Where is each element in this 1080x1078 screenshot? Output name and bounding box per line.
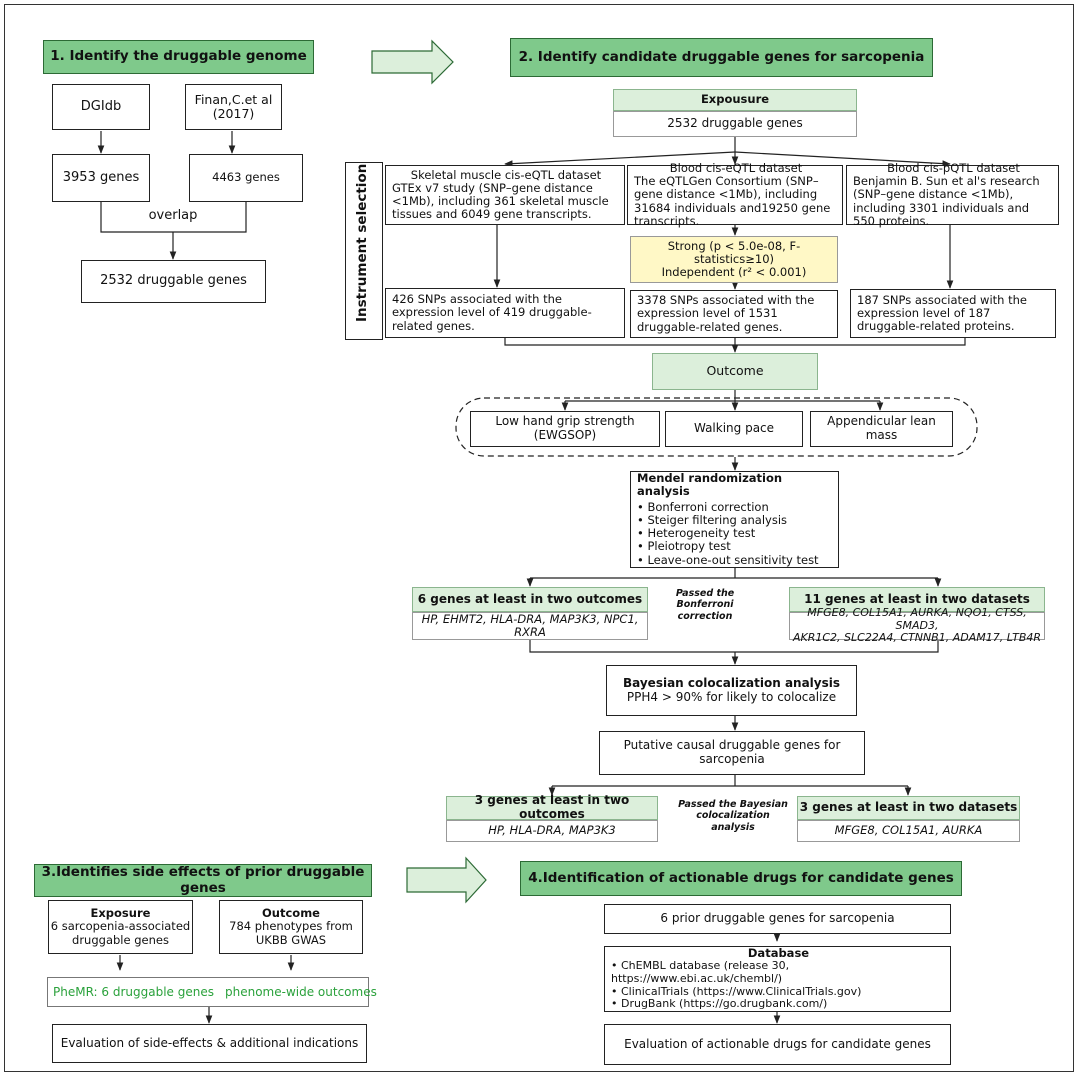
mr-title: Mendel randomization analysis bbox=[637, 471, 783, 499]
muscle-eqtl-title: Skeletal muscle cis-eQTL dataset bbox=[410, 167, 602, 182]
arrow-to-muscle bbox=[504, 151, 736, 167]
snp-blood-e-box: 3378 SNPs associated with the expression… bbox=[630, 290, 838, 338]
genes-b-box: 4463 genes bbox=[189, 154, 303, 202]
instrument-selection-box bbox=[345, 162, 383, 340]
s3-eval-box: Evaluation of side-effects & additional … bbox=[52, 1024, 367, 1063]
bayes-box: Bayesian colocalization analysis PPH4 > … bbox=[606, 665, 857, 716]
muscle-eqtl-desc: GTEx v7 study (SNP–gene distance <1Mb), … bbox=[392, 180, 609, 222]
outcome-walking-pace: Walking pace bbox=[665, 411, 803, 447]
mr-item: • Bonferroni correction bbox=[637, 499, 769, 514]
s4-prior-box: 6 prior druggable genes for sarcopenia bbox=[604, 904, 951, 934]
s3-exposure-box: Exposure 6 sarcopenia-associated druggab… bbox=[48, 900, 193, 954]
mr-item: • Pleiotropy test bbox=[637, 539, 731, 554]
snp-muscle-box: 426 SNPs associated with the expression … bbox=[385, 288, 625, 338]
phemr-box bbox=[47, 977, 369, 1007]
six-genes-list: HP, EHMT2, HLA-DRA, MAP3K3, NPC1, RXRA bbox=[412, 612, 648, 640]
section-arrow-top bbox=[371, 39, 454, 85]
outer-frame bbox=[4, 4, 1074, 1072]
blood-pqtl-box: Blood cis-pQTL dataset Benjamin B. Sun e… bbox=[846, 160, 1059, 228]
outcome-box: Outcome bbox=[652, 353, 818, 390]
mr-item: • Heterogeneity test bbox=[637, 526, 756, 541]
outcomes-dashed-group bbox=[455, 397, 978, 457]
three-datasets-title: 3 genes at least in two datasets bbox=[797, 796, 1020, 820]
mr-analysis-box: Mendel randomization analysis • Bonferro… bbox=[630, 471, 839, 568]
blood-eqtl-title: Blood cis-eQTL dataset bbox=[669, 160, 803, 175]
dgidb-box: DGIdb bbox=[52, 84, 150, 130]
outcome-lean-mass: Appendicular lean mass bbox=[810, 411, 953, 447]
eleven-genes-title: 11 genes at least in two datasets bbox=[789, 587, 1045, 612]
three-outcomes-title: 3 genes at least in two outcomes bbox=[446, 793, 658, 821]
eleven-genes-list: MFGE8, COL15A1, AURKA, NQO1, CTSS, SMAD3… bbox=[789, 606, 1045, 644]
phemr-left-label: PheMR: 6 druggable genes bbox=[53, 985, 214, 999]
putative-box: Putative causal druggable genes for sarc… bbox=[599, 731, 865, 775]
s3-outcome-value: 784 phenotypes from UKBB GWAS bbox=[229, 919, 353, 947]
section1-header: 1. Identify the druggable genome bbox=[43, 40, 314, 74]
mr-item: • Leave-one-out sensitivity test bbox=[637, 552, 819, 567]
section3-header: 3.Identifies side effects of prior drugg… bbox=[34, 864, 372, 897]
phemr-right-label: phenome-wide outcomes bbox=[225, 985, 377, 999]
three-datasets-list: MFGE8, COL15A1, AURKA bbox=[797, 820, 1020, 842]
blood-eqtl-box: Blood cis-eQTL dataset The eQTLGen Conso… bbox=[627, 160, 843, 228]
s4-database-box: Database • ChEMBL database (release 30, … bbox=[604, 946, 951, 1012]
criteria-box: Strong (p < 5.0e-08, F-statistics≥10) In… bbox=[630, 236, 838, 283]
section-arrow-bottom bbox=[406, 856, 487, 904]
eleven-genes-line2: AKR1C2, SLC22A4, CTNNB1, ADAM17, LTB4R bbox=[792, 631, 1042, 645]
converge-bayes bbox=[529, 640, 939, 653]
s4-database-title: Database bbox=[747, 946, 810, 961]
s3-exposure-label: Exposure bbox=[90, 906, 151, 921]
druggable-genes-box: 2532 druggable genes bbox=[81, 260, 266, 303]
s4-database-item: • ClinicalTrials (https://www.ClinicalTr… bbox=[611, 984, 862, 998]
criteria-independent: Independent (r² < 0.001) bbox=[661, 265, 807, 280]
s3-outcome-label: Outcome bbox=[262, 906, 320, 921]
bayes-title: Bayesian colocalization analysis bbox=[622, 675, 841, 690]
exposure-label: Expousure bbox=[613, 89, 857, 111]
blood-eqtl-desc: The eQTLGen Consortium (SNP–gene distanc… bbox=[634, 174, 831, 228]
eleven-genes-line1: MFGE8, COL15A1, AURKA, NQO1, CTSS, SMAD3… bbox=[807, 606, 1027, 632]
passed-bayes-note: Passed the Bayesian colocalization analy… bbox=[678, 799, 788, 833]
three-outcomes-list: HP, HLA-DRA, MAP3K3 bbox=[446, 820, 658, 842]
bayes-sub: PPH4 > 90% for likely to colocalize bbox=[626, 689, 837, 704]
section4-header: 4.Identification of actionable drugs for… bbox=[520, 861, 962, 896]
muscle-eqtl-box: Skeletal muscle cis-eQTL dataset GTEx v7… bbox=[385, 165, 625, 225]
instrument-selection-label: Instrument selection bbox=[354, 163, 370, 322]
overlap-label: overlap bbox=[140, 205, 206, 227]
s4-eval-box: Evaluation of actionable drugs for candi… bbox=[604, 1024, 951, 1065]
section2-header: 2. Identify candidate druggable genes fo… bbox=[510, 38, 933, 77]
arrow-to-blood-p bbox=[734, 151, 951, 167]
s3-outcome-box: Outcome 784 phenotypes from UKBB GWAS bbox=[219, 900, 363, 954]
s4-database-item: • DrugBank (https://go.drugbank.com/) bbox=[611, 997, 828, 1011]
criteria-strong: Strong (p < 5.0e-08, F-statistics≥10) bbox=[667, 238, 801, 266]
s3-exposure-value: 6 sarcopenia-associated druggable genes bbox=[50, 919, 191, 947]
six-genes-title: 6 genes at least in two outcomes bbox=[412, 587, 648, 612]
exposure-value: 2532 druggable genes bbox=[613, 111, 857, 137]
mr-item: • Steiger filtering analysis bbox=[637, 512, 788, 527]
blood-pqtl-desc: Benjamin B. Sun et al's research (SNP–ge… bbox=[853, 174, 1040, 228]
passed-bonferroni-note: Passed the Bonferroni correction bbox=[675, 588, 735, 622]
s4-database-item: • ChEMBL database (release 30, https://w… bbox=[611, 959, 790, 985]
blood-pqtl-title: Blood cis-pQTL dataset bbox=[887, 160, 1020, 175]
finan-box: Finan,C.et al (2017) bbox=[185, 84, 282, 130]
genes-a-box: 3953 genes bbox=[52, 154, 150, 202]
outcome-grip-strength: Low hand grip strength (EWGSOP) bbox=[470, 411, 660, 447]
snp-blood-p-box: 187 SNPs associated with the expression … bbox=[850, 289, 1056, 338]
